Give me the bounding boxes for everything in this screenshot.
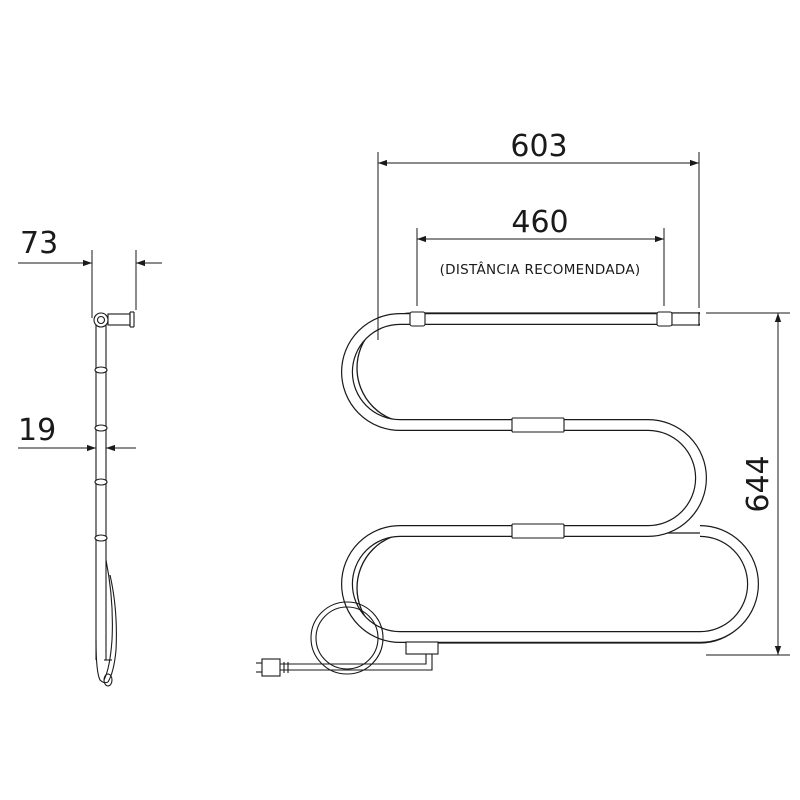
joint-sleeves [511,417,565,539]
dimension-460-note: (DISTÂNCIA RECOMENDADA) [440,260,641,278]
side-view [93,311,135,687]
dimension-73 [18,250,162,318]
dimension-603 [377,152,700,340]
dimension-19-label: 19 [18,413,56,448]
dimension-73-label: 73 [20,226,58,261]
dimension-460 [416,228,665,306]
mount-sleeves [409,311,700,327]
dimension-644 [706,312,790,656]
dimension-603-label: 603 [510,129,567,164]
dimension-460-label: 460 [511,205,568,240]
dimension-644-label: 644 [741,455,776,512]
heated-towel-rail [341,313,759,643]
erase-artifact [380,300,710,660]
power-cord [256,601,439,677]
